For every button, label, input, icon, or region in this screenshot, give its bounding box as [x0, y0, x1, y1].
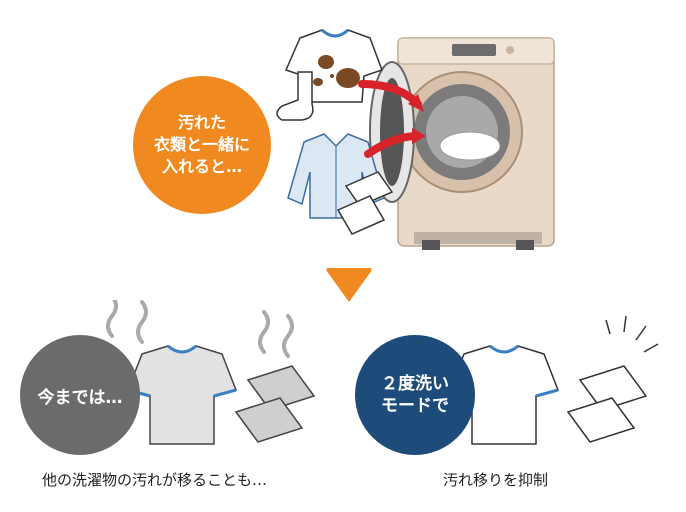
top-bubble-line: 衣類と一緒に: [153, 135, 250, 154]
top-bubble-line: 汚れた: [177, 113, 226, 132]
before-caption: 他の洗濯物の汚れが移ることも…: [42, 471, 268, 489]
red-arrow-icon: [358, 80, 424, 112]
double-wash-bubble-line: ２度洗い: [381, 374, 449, 394]
odor-icon: [106, 300, 294, 358]
dingy-towels-icon: [234, 365, 316, 443]
sparkle-icon: [605, 315, 659, 353]
after-caption: 汚れ移りを抑制: [443, 471, 549, 489]
towels-icon: [336, 171, 394, 235]
down-arrow: [326, 270, 372, 302]
bottom-right-illustration: [448, 315, 659, 445]
clean-tshirt-icon: [448, 344, 560, 445]
top-bubble-line: 入れると…: [161, 157, 242, 176]
before-bubble-text: 今までは…: [37, 387, 123, 408]
washing-machine-icon: [369, 37, 555, 250]
top-bubble: 汚れた 衣類と一緒に 入れると…: [133, 76, 271, 214]
before-bubble: 今までは…: [20, 335, 140, 455]
sock-icon: [276, 71, 314, 121]
bottom-left-illustration: [106, 300, 316, 445]
down-arrow-icon: [326, 268, 372, 270]
clean-towels-icon: [566, 365, 648, 443]
dingy-tshirt-icon: [126, 344, 238, 445]
double-wash-bubble: ２度洗い モードで: [355, 335, 475, 455]
double-wash-bubble-line: モードで: [381, 396, 449, 416]
red-arrow-icon: [364, 128, 426, 158]
top-illustration: [276, 28, 555, 270]
